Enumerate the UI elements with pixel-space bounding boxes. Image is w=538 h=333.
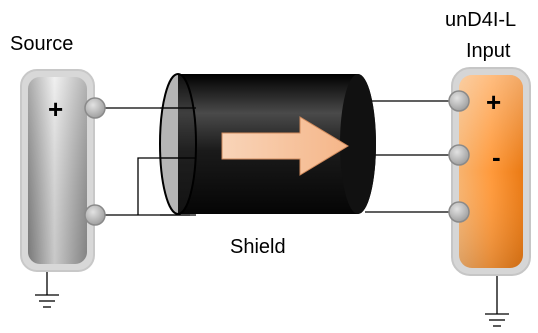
source-module: + (20, 69, 95, 272)
ground-icon (485, 313, 509, 327)
receiver-module: + - (451, 67, 531, 276)
source-minus-terminal (84, 204, 106, 226)
source-plus-sign: + (48, 94, 63, 124)
ground-icon (35, 294, 59, 308)
receiver-ground-terminal (448, 201, 470, 223)
receiver-minus-sign: - (492, 142, 501, 172)
receiver-label-line2: Input (466, 40, 511, 62)
source-label: Source (10, 33, 73, 55)
shield-label: Shield (230, 236, 286, 258)
receiver-plus-terminal (448, 90, 470, 112)
shielded-cable (159, 73, 376, 216)
source-plus-terminal (84, 97, 106, 119)
receiver-label-line1: unD4I-L (445, 9, 516, 31)
receiver-minus-terminal (448, 144, 470, 166)
right-arrow-icon (221, 116, 349, 176)
receiver-plus-sign: + (486, 87, 501, 117)
